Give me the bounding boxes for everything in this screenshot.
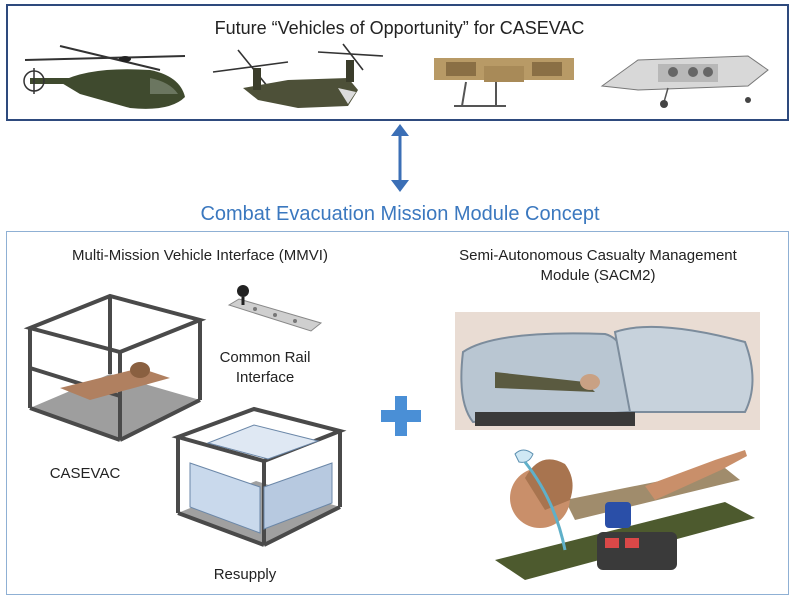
helicopter-icon xyxy=(23,45,186,109)
common-rail-icon xyxy=(227,285,323,332)
casevac-label: CASEVAC xyxy=(49,465,121,482)
resupply-module-icon xyxy=(171,406,347,547)
module-concept-panel xyxy=(6,231,789,595)
sacm2-title-line2: Module (SACM2) xyxy=(540,267,656,284)
resupply-label: Resupply xyxy=(213,566,277,583)
vehicles-title: Future “Vehicles of Opportunity” for CAS… xyxy=(214,18,585,38)
rail-label-line2: Interface xyxy=(235,369,295,386)
casevac-module-icon xyxy=(23,293,207,442)
sacm2-title-line1: Semi-Autonomous Casualty Management xyxy=(459,247,737,264)
rail-label-line1: Common Rail xyxy=(219,349,311,366)
concept-title: Combat Evacuation Mission Module Concept xyxy=(200,203,600,225)
double-arrow-icon xyxy=(391,124,409,192)
plus-icon xyxy=(381,396,421,436)
sacm2-title: Semi-Autonomous Casualty Management Modu… xyxy=(418,246,778,286)
mmvi-title: Multi-Mission Vehicle Interface (MMVI) xyxy=(72,247,328,264)
vehicles-panel: Future “Vehicles of Opportunity” for CAS… xyxy=(6,4,789,121)
casualty-litter-icon xyxy=(495,449,755,580)
quadcopter-icon xyxy=(434,58,574,107)
tiltrotor-icon xyxy=(212,43,384,108)
fan-wing-aircraft-icon xyxy=(600,55,769,108)
casualty-pods-photo xyxy=(455,312,760,430)
rail-label: Common Rail Interface xyxy=(205,348,325,388)
